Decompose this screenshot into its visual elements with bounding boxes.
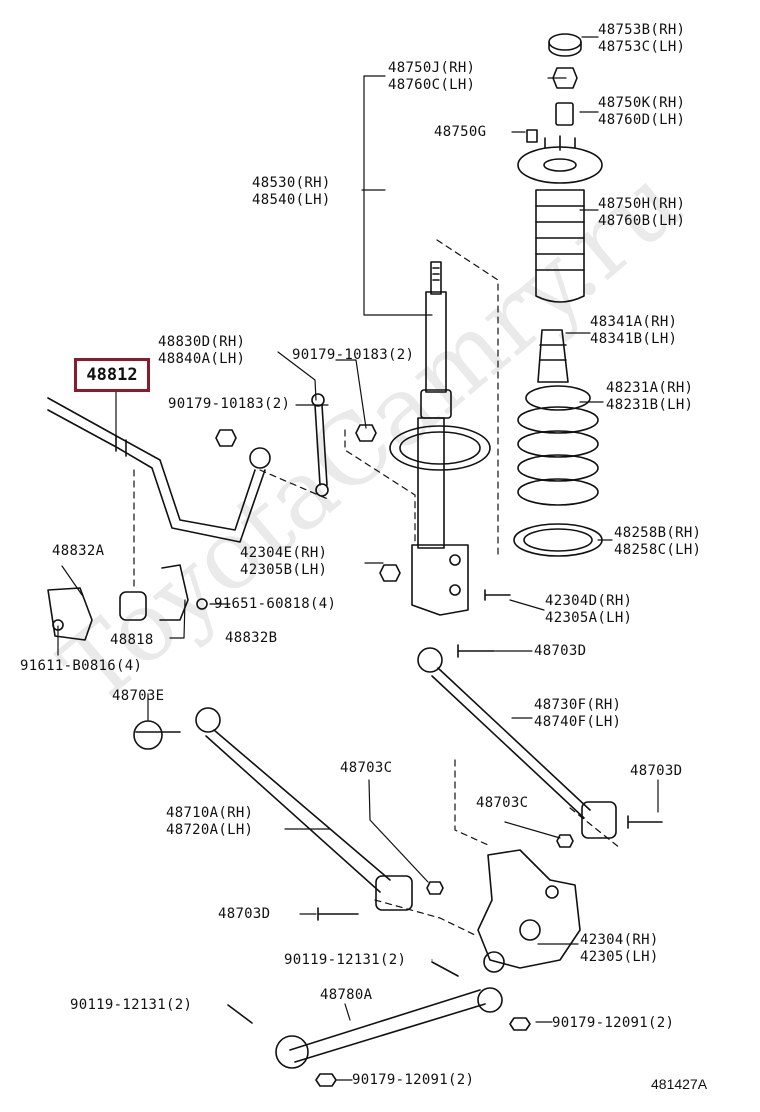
label-90119-b[interactable]: 90119-12131(2)	[70, 997, 193, 1013]
label-48703c-a[interactable]: 48703C	[340, 760, 393, 776]
leader-lines	[57, 36, 659, 1081]
label-48818[interactable]: 48818	[110, 632, 154, 648]
dashed-lines	[133, 239, 621, 936]
label-48750j[interactable]: 48750J(RH)48760C(LH)	[388, 60, 476, 93]
bolts	[135, 564, 663, 1087]
label-48832a[interactable]: 48832A	[52, 543, 105, 559]
suspension-arms	[133, 647, 617, 1069]
label-48703c-b[interactable]: 48703C	[476, 795, 529, 811]
label-91611[interactable]: 91611-B0816(4)	[20, 658, 143, 674]
stabilizer-link	[215, 393, 377, 497]
label-48703d-left[interactable]: 48703D	[218, 906, 271, 922]
label-90179-10183-a[interactable]: 90179-10183(2)	[292, 347, 415, 363]
label-48830[interactable]: 48830D(RH)48840A(LH)	[158, 334, 246, 367]
strut-assembly	[389, 261, 491, 616]
label-42304[interactable]: 42304(RH)42305(LH)	[580, 932, 659, 965]
label-48832b[interactable]: 48832B	[225, 630, 278, 646]
label-48703d-top[interactable]: 48703D	[534, 643, 587, 659]
label-48750g[interactable]: 48750G	[434, 124, 487, 140]
highlighted-part-48812[interactable]: 48812	[74, 358, 150, 392]
bushing-brackets	[47, 564, 208, 641]
knuckle	[477, 849, 581, 973]
label-42304d[interactable]: 42304D(RH)42305A(LH)	[545, 593, 633, 626]
label-48750h[interactable]: 48750H(RH)48760B(LH)	[598, 196, 686, 229]
label-91651[interactable]: 91651-60818(4)	[214, 596, 337, 612]
label-48730[interactable]: 48730F(RH)48740F(LH)	[534, 697, 622, 730]
label-48753[interactable]: 48753B(RH)48753C(LH)	[598, 22, 686, 55]
label-48710[interactable]: 48710A(RH)48720A(LH)	[166, 805, 254, 838]
label-48231[interactable]: 48231A(RH)48231B(LH)	[606, 380, 694, 413]
label-90179-12091-a[interactable]: 90179-12091(2)	[552, 1015, 675, 1031]
label-48530[interactable]: 48530(RH)48540(LH)	[252, 175, 331, 208]
label-90179-12091-b[interactable]: 90179-12091(2)	[352, 1072, 475, 1088]
label-90119-a[interactable]: 90119-12131(2)	[284, 952, 407, 968]
label-48703e[interactable]: 48703E	[112, 688, 165, 704]
mount-parts	[517, 33, 603, 383]
label-48258[interactable]: 48258B(RH)48258C(LH)	[614, 525, 702, 558]
label-90179-10183-b[interactable]: 90179-10183(2)	[168, 396, 291, 412]
label-42304e[interactable]: 42304E(RH)42305B(LH)	[240, 545, 328, 578]
label-48750k[interactable]: 48750K(RH)48760D(LH)	[598, 95, 686, 128]
label-48341[interactable]: 48341A(RH)48341B(LH)	[590, 314, 678, 347]
diagram-code: 481427A	[651, 1076, 708, 1092]
stabilizer-bar	[47, 397, 271, 543]
label-48703d-right[interactable]: 48703D	[630, 763, 683, 779]
label-48780[interactable]: 48780A	[320, 987, 373, 1003]
coil-spring	[513, 385, 603, 557]
